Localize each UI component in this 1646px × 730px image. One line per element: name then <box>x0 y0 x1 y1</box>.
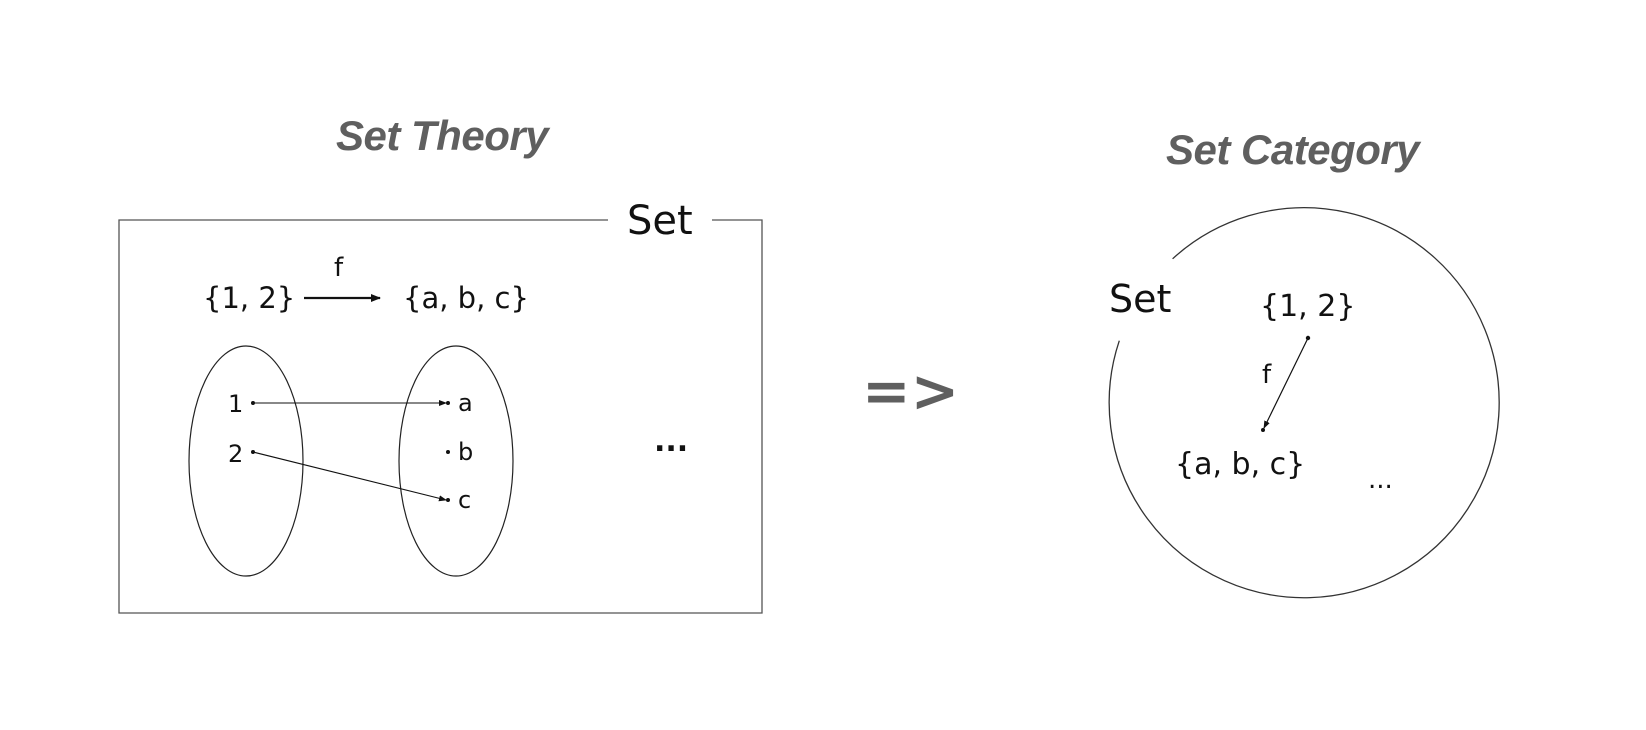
codomain-point-c <box>446 498 450 502</box>
target-object-point <box>1261 428 1265 432</box>
morphism-label: f <box>1262 360 1272 390</box>
domain-element-1: 1 <box>228 390 243 418</box>
set-frame-label: Set <box>627 198 693 244</box>
category-label: Set <box>1109 277 1171 321</box>
category-circle <box>1108 207 1500 599</box>
right-ellipsis: ... <box>1368 465 1393 495</box>
codomain-point-a <box>446 401 450 405</box>
codomain-point-b <box>446 450 450 454</box>
set-theory-panel: Set {1, 2} f {a, b, c} 1 2 a b c ... <box>118 198 763 614</box>
codomain-ellipse <box>398 345 514 577</box>
mapping-arrow-2-to-c <box>252 451 447 502</box>
implies-arrow: => <box>862 357 960 425</box>
set-category-panel: Set {1, 2} f {a, b, c} ... <box>1108 207 1500 599</box>
domain-ellipse <box>188 345 304 577</box>
codomain-set-label: {a, b, c} <box>403 281 529 315</box>
domain-element-2: 2 <box>228 440 243 468</box>
domain-set-label: {1, 2} <box>203 281 295 315</box>
codomain-element-b: b <box>458 438 473 466</box>
set-frame <box>118 219 763 614</box>
codomain-element-c: c <box>458 486 471 514</box>
set-category-title: Set Category <box>1166 126 1420 173</box>
codomain-element-a: a <box>458 389 473 417</box>
source-object-label: {1, 2} <box>1260 289 1355 324</box>
set-theory-title: Set Theory <box>336 112 549 159</box>
morphism-arrow <box>1263 337 1309 429</box>
left-ellipsis: ... <box>654 424 688 459</box>
function-label: f <box>334 253 344 283</box>
target-object-label: {a, b, c} <box>1175 447 1305 482</box>
